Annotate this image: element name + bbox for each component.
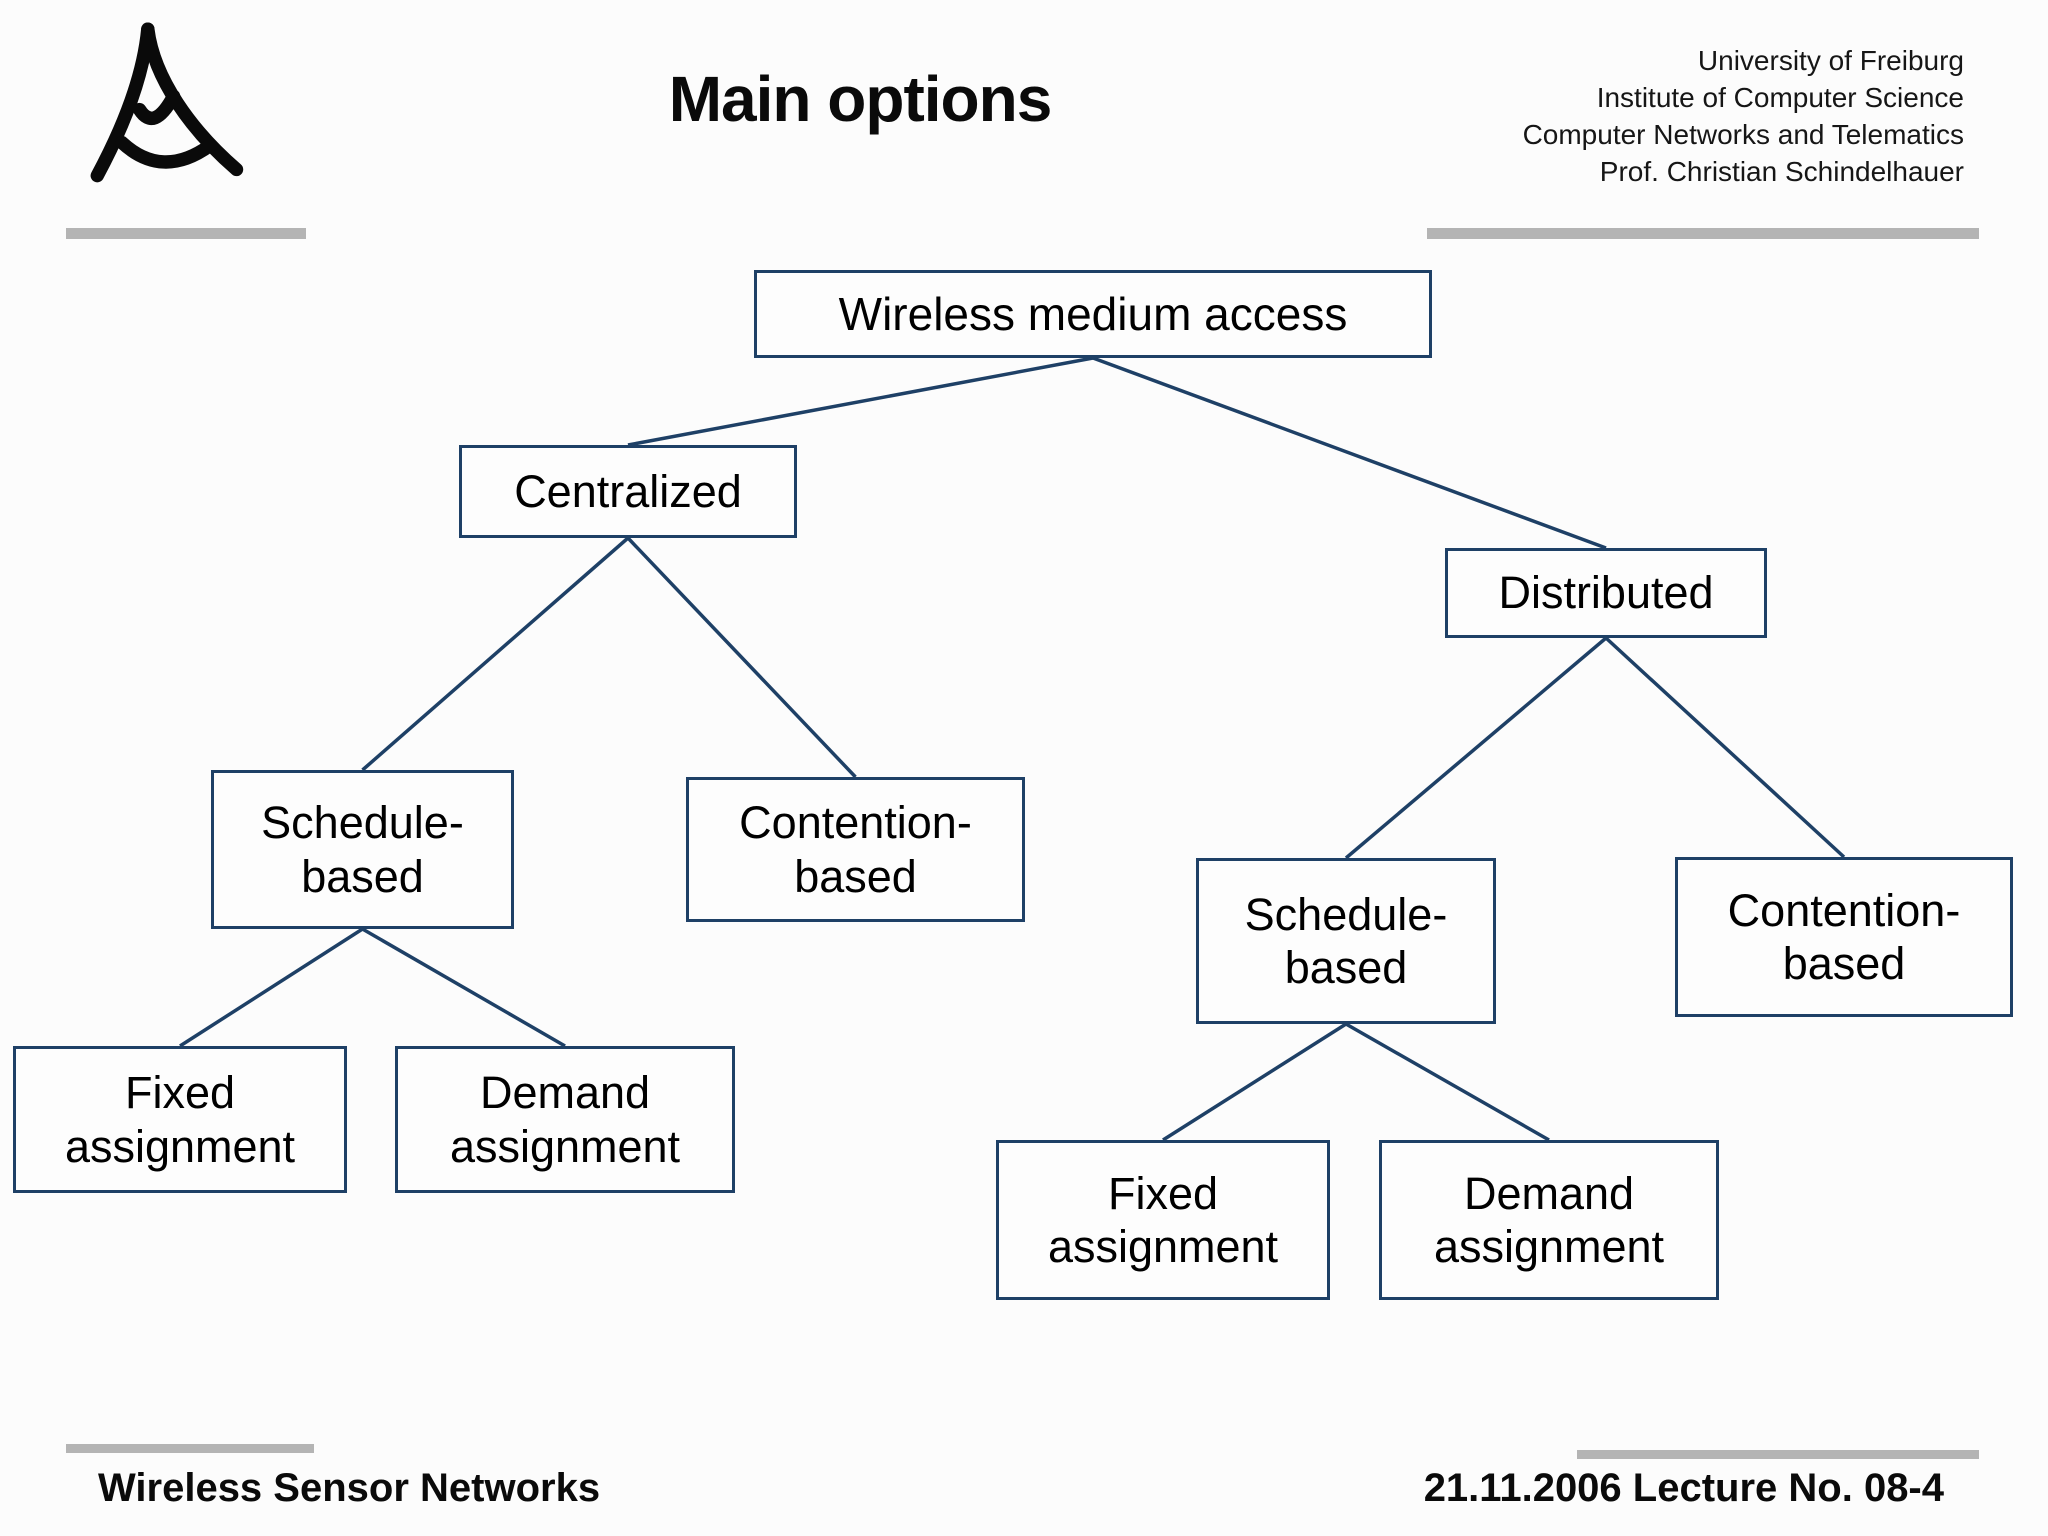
tree-node-l-demand: Demand assignment xyxy=(395,1046,735,1193)
tree-edge-centralized-l-schedule xyxy=(361,536,630,772)
divider-bar-top-right xyxy=(1427,228,1979,239)
tree-node-r-contention: Contention- based xyxy=(1675,857,2013,1017)
tree-edge-distributed-r-schedule xyxy=(1344,636,1608,860)
tree-node-r-fixed: Fixed assignment xyxy=(996,1140,1330,1300)
tree-node-root: Wireless medium access xyxy=(754,270,1432,358)
tree-edge-distributed-r-contention xyxy=(1604,636,1846,859)
tree-node-l-contention: Contention- based xyxy=(686,777,1025,922)
tree-edge-r-schedule-r-demand xyxy=(1345,1022,1550,1142)
antenna-logo-icon xyxy=(90,22,244,183)
tree-edge-root-distributed xyxy=(1092,356,1607,550)
divider-bar-bottom-right xyxy=(1577,1450,1979,1459)
slide-title: Main options xyxy=(668,63,1053,135)
affiliation-line: Prof. Christian Schindelhauer xyxy=(1599,156,1964,187)
tree-edge-centralized-l-contention xyxy=(626,536,857,779)
tree-node-r-demand: Demand assignment xyxy=(1379,1140,1719,1300)
tree-node-r-schedule: Schedule- based xyxy=(1196,858,1496,1024)
tree-node-centralized: Centralized xyxy=(459,445,797,538)
tree-node-distributed: Distributed xyxy=(1445,548,1767,638)
tree-edge-l-schedule-l-demand xyxy=(361,927,566,1048)
tree-node-l-fixed: Fixed assignment xyxy=(13,1046,347,1193)
affiliation-line: Computer Networks and Telematics xyxy=(1522,119,1964,150)
divider-bar-top-left xyxy=(66,228,306,239)
tree-node-l-schedule: Schedule- based xyxy=(211,770,514,929)
affiliation-line: Institute of Computer Science xyxy=(1596,82,1964,113)
footer-date-lecture-number: 21.11.2006 Lecture No. 08-4 xyxy=(1423,1466,1944,1510)
divider-bar-bottom-left xyxy=(66,1444,314,1453)
tree-edge-root-centralized xyxy=(627,356,1094,447)
affiliation-block: University of Freiburg Institute of Comp… xyxy=(1523,42,1964,190)
tree-edge-r-schedule-r-fixed xyxy=(1162,1022,1347,1142)
affiliation-line: University of Freiburg xyxy=(1697,45,1964,76)
tree-edge-l-schedule-l-fixed xyxy=(179,927,364,1048)
footer-course-title: Wireless Sensor Networks xyxy=(98,1466,601,1510)
